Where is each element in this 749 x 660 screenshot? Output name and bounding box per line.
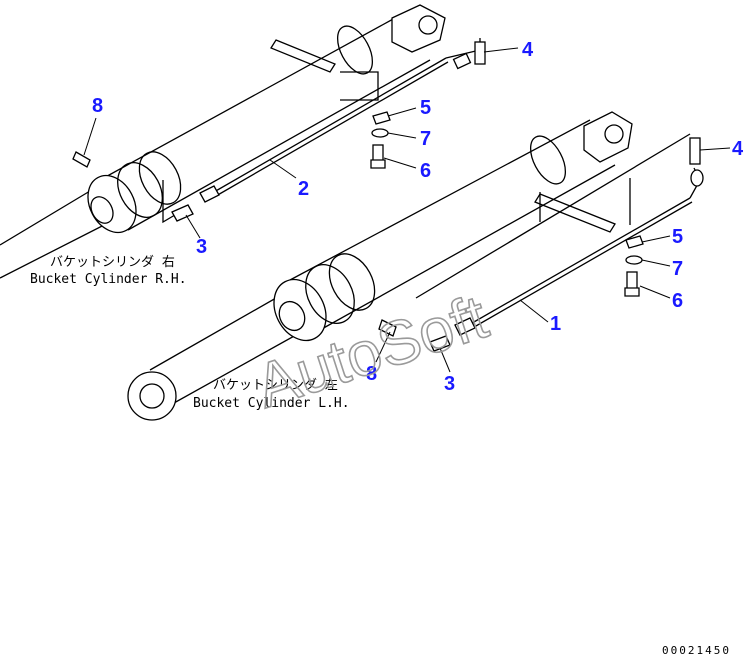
callout-6-rh: 6 [420, 160, 431, 182]
bucket-cylinder-rh [0, 4, 486, 279]
label-rh-jp: バケットシリンダ 右 [50, 255, 175, 270]
callout-1: 1 [550, 313, 561, 335]
callout-3-lh: 3 [444, 373, 455, 395]
bucket-cylinder-lh [127, 111, 704, 421]
label-rh-en: Bucket Cylinder R.H. [30, 272, 187, 287]
callout-8-rh: 8 [92, 95, 103, 117]
callout-3-rh: 3 [196, 236, 207, 258]
leader-lines [83, 47, 731, 373]
cylinder-labels: バケットシリンダ 右 Bucket Cylinder R.H. バケットシリンダ… [30, 255, 350, 411]
callout-5-rh: 5 [420, 97, 431, 119]
callout-4-rh: 4 [522, 39, 534, 61]
callout-8-lh: 8 [366, 363, 377, 385]
callout-labels: 8 4 5 7 6 2 3 4 5 7 6 1 8 3 [92, 39, 744, 395]
callout-4-lh: 4 [732, 138, 744, 160]
callout-5-lh: 5 [672, 226, 683, 248]
callout-6-lh: 6 [672, 290, 683, 312]
callout-2: 2 [298, 178, 309, 200]
label-lh-jp: バケットシリンダ 左 [213, 378, 338, 393]
label-lh-en: Bucket Cylinder L.H. [193, 396, 350, 411]
callout-7-lh: 7 [672, 258, 683, 280]
drawing-number: 00021450 [662, 644, 731, 657]
callout-7-rh: 7 [420, 128, 431, 150]
